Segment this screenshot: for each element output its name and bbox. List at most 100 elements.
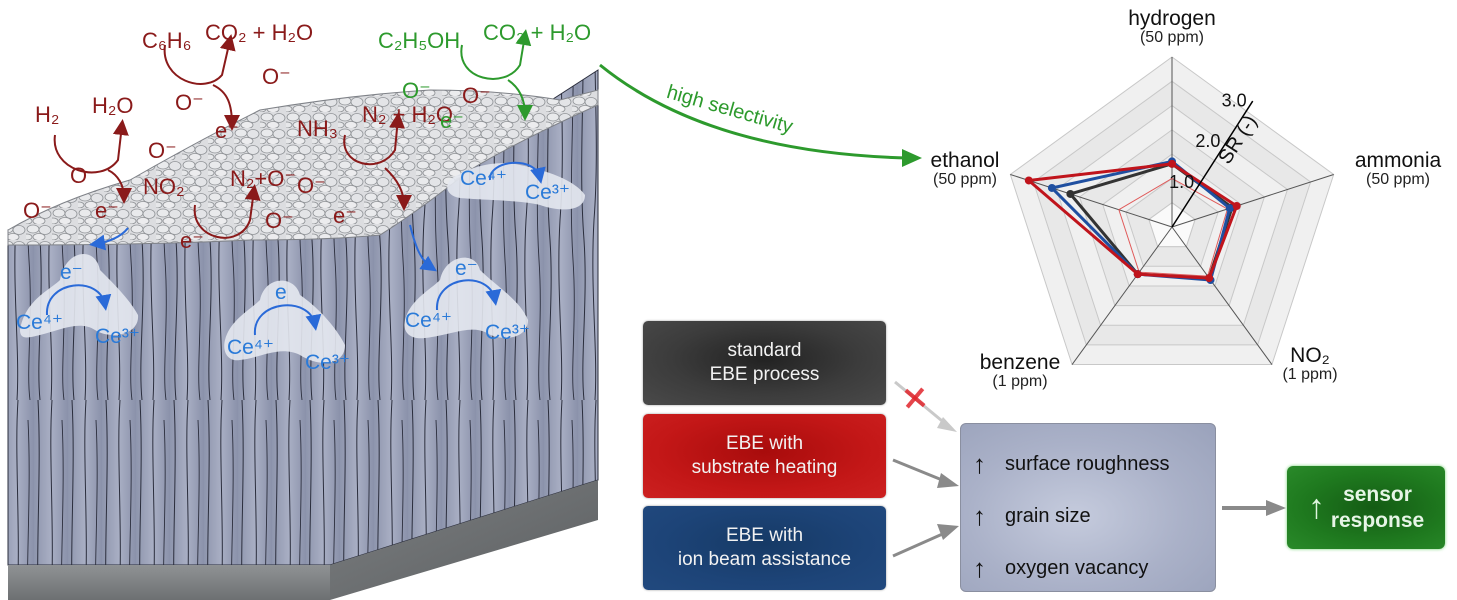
data-point [1047,183,1056,192]
electron-label: e⁻ [215,118,239,143]
series-line [1027,162,1239,280]
scale-tick-label: 2.0 [1195,131,1220,151]
property-label: oxygen vacancy [1005,556,1149,579]
material-properties-box: ↑ surface roughness ↑ grain size ↑ oxyge… [960,423,1216,592]
axis-title-ethanol: ethanol (50 ppm) [931,149,1000,189]
data-point [1168,159,1176,168]
grain-surface [7,89,599,246]
radar-chart: 1.02.03.0SR (-) [1009,56,1335,366]
series-line [1118,177,1228,277]
process-label: EBE with [725,525,804,547]
ce-halo-1 [20,253,139,338]
process-label: EBE process [709,364,820,385]
electron-label: e⁻ [60,261,83,284]
process-ion-beam-assistance: EBE with ion beam assistance [643,506,886,590]
axis-name: hydrogen [1128,7,1216,30]
electron-label: e [275,281,287,304]
axis-name: benzene [979,351,1061,374]
electron-label: e⁻ [440,108,464,133]
up-arrow-icon: ↑ [973,553,986,583]
axis-spoke [1010,173,1173,228]
axis-spoke [1171,173,1334,228]
axis-conc: (1 ppm) [1282,366,1338,384]
scale-tick-label: 3.0 [1222,90,1247,110]
process-label: ion beam assistance [677,549,852,570]
data-point [1066,189,1075,198]
data-point [1205,274,1214,283]
heating-arrow [892,458,959,488]
benzene-product-label: CO₂ + H₂O [205,20,314,45]
axis-conc: (50 ppm) [932,171,998,189]
electron-label: e⁻ [333,203,357,228]
ce-halo-3 [404,257,528,339]
ce3-label: Ce³⁺ [95,325,140,348]
process-substrate-heating: EBE with substrate heating [643,414,886,498]
up-arrow-icon: ↑ [1307,488,1325,526]
oxygen-ion-label: O⁻ [297,173,326,198]
property-label: surface roughness [1005,452,1170,475]
up-arrow-icon: ↑ [973,501,986,531]
cross-icon [904,387,926,409]
oxygen-ion-label: O⁻ [265,208,294,233]
axis-spoke [1071,226,1173,365]
axis-conc: (50 ppm) [1365,171,1431,189]
oxygen-ion-label: O⁻ [175,90,204,115]
ce4-label: Ce⁴⁺ [16,311,63,334]
axis-title-hydrogen: hydrogen (50 ppm) [1128,7,1216,47]
h2-product-label: H₂O [92,93,134,118]
ce3-label: Ce³⁺ [525,181,570,204]
axis-name: ammonia [1354,149,1442,172]
ce4-label: Ce⁴⁺ [460,167,507,190]
ceria-film-illustration [7,29,599,600]
ethanol-reactant-label: C₂H₅OH [378,28,461,53]
electron-label: e⁻ [180,228,204,253]
data-point [1024,176,1033,185]
axis-conc: (50 ppm) [1139,29,1205,47]
process-label: substrate heating [691,457,838,478]
sensor-response-box: ↑ sensor response [1287,466,1445,549]
axis-spoke [1171,226,1273,365]
process-standard-ebe: standard EBE process [643,321,886,405]
benzene-reactant-label: C₆H₆ [142,28,192,53]
oxygen-ion-label: O⁻ [402,78,431,103]
property-oxygen-vacancy: ↑ oxygen vacancy [973,542,1215,594]
ce3-label: Ce³⁺ [485,321,530,344]
ce4-label: Ce⁴⁺ [227,336,274,359]
property-grain-size: ↑ grain size [973,490,1215,542]
arrowhead-icon [902,149,922,167]
electron-label: e⁻ [95,198,119,223]
substrate-front [8,565,330,600]
result-label: response [1330,508,1425,532]
no2-reactant-label: NO₂ [143,174,185,199]
axis-name: NO₂ [1290,344,1330,367]
ion-beam-arrow [892,524,959,558]
data-point [1232,201,1241,210]
result-arrow [1222,500,1286,516]
up-arrow-icon: ↑ [973,449,986,479]
data-point [1133,270,1142,279]
scale-axis [1171,100,1254,228]
blocked-arrow [894,380,957,432]
process-label: standard [727,340,802,362]
oxygen-ion-label: O⁻ [462,83,491,108]
selectivity-arrow [599,63,922,167]
ethanol-product-label: CO₂ + H₂O [483,20,592,45]
axis-title-no2: NO₂ (1 ppm) [1282,344,1338,384]
process-arrows [892,380,959,558]
axis-title-benzene: benzene (1 ppm) [979,351,1061,391]
ammonia-reactant-label: NH₃ [297,116,338,141]
process-label: EBE with [725,433,804,455]
electron-label: e⁻ [455,257,478,280]
oxygen-ion-label: O⁻ [262,64,291,89]
substrate-side [330,480,598,600]
oxygen-ion-label: O⁻ [70,163,99,188]
h2-reactant-label: H₂ [35,102,60,127]
axis-conc: (1 ppm) [992,373,1048,391]
ce-halo-2 [224,280,345,363]
oxygen-ion-label: O⁻ [148,138,177,163]
result-label: sensor [1343,483,1412,507]
ce4-label: Ce⁴⁺ [405,309,452,332]
scale-tick-label: 1.0 [1169,172,1194,192]
axis-title-ammonia: ammonia (50 ppm) [1354,149,1442,189]
property-label: grain size [1005,504,1091,527]
